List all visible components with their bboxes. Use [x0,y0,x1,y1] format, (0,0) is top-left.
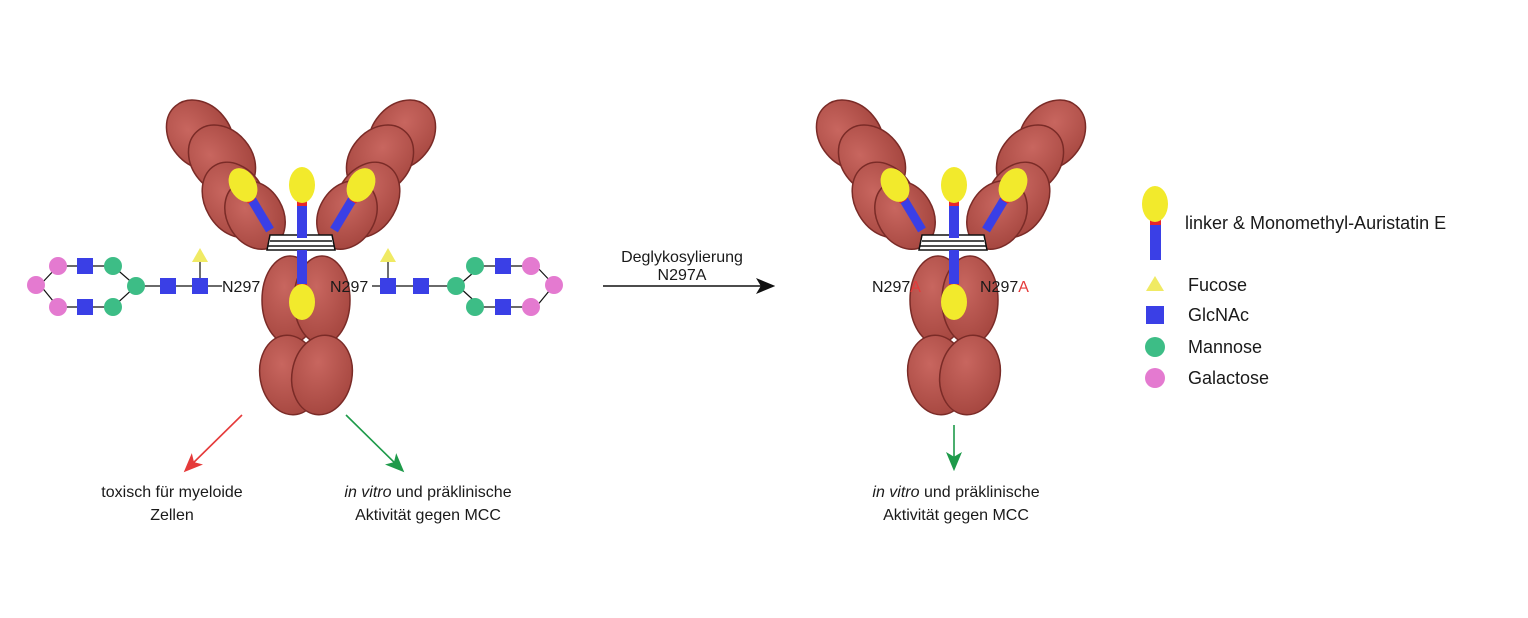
mannose-icon [447,277,465,295]
legend-label-glcnac: GlcNAc [1188,305,1249,325]
galactose-icon [522,298,540,316]
galactose-icon [1145,368,1165,388]
green-arrow-left [345,414,405,473]
process-arrow: Deglykosylierung N297A [603,249,776,294]
glcnac-icon [1146,306,1164,324]
glycosylation-site-label-left: N297 [222,279,260,296]
mutation-site-label-right: N297A [980,279,1029,296]
legend-label-galactose: Galactose [1188,368,1269,388]
activity-caption-right: in vitro und präklinische [872,484,1039,501]
right-antibody: N297A N297A in vitro und präklinische Ak… [815,99,1087,524]
toxicity-caption: toxisch für myeloide [101,484,242,501]
glcnac-icon [413,278,429,294]
glcnac-icon [495,258,511,274]
drug-conjugate-right [330,168,376,233]
galactose-icon [522,257,540,275]
mannose-icon [1145,337,1165,357]
mannose-icon [466,298,484,316]
drug-conjugate-center [289,167,315,238]
payload-icon [1142,186,1168,222]
mutation-site-label-left: N297A [872,279,921,296]
fucose-icon [192,248,208,262]
mannose-icon [127,277,145,295]
galactose-icon [49,257,67,275]
legend-item-mannose: Mannose [1145,337,1262,357]
glycosylation-site-label-right: N297 [330,279,368,296]
right-fab-arm [966,99,1087,250]
toxicity-caption-line2: Zellen [150,507,194,524]
drug-conjugate-fc [941,250,967,320]
activity-caption-left-line2: Aktivität gegen MCC [355,507,501,524]
legend-label-fucose: Fucose [1188,275,1247,295]
legend-item-glcnac: GlcNAc [1146,305,1249,325]
glcnac-icon [495,299,511,315]
glcnac-icon [77,299,93,315]
legend-item-galactose: Galactose [1145,368,1269,388]
fc-region [906,255,1002,416]
activity-caption-right-line2: Aktivität gegen MCC [883,507,1029,524]
drug-conjugate-left [228,168,274,233]
legend-label-mannose: Mannose [1188,337,1262,357]
hinge-region [266,234,336,251]
glcnac-icon [192,278,208,294]
left-fab-arm [815,99,936,250]
legend-item-drug: linker & Monomethyl-Auristatin E [1142,186,1446,260]
galactose-icon [49,298,67,316]
legend-item-fucose: Fucose [1146,275,1247,295]
glycan-left [27,248,222,316]
linker-icon [1150,222,1161,260]
mannose-icon [104,257,122,275]
glycan-right [372,248,563,316]
process-label-line2: N297A [658,267,707,284]
drug-conjugate-fc [289,250,315,320]
galactose-icon [27,276,45,294]
right-fab-arm [316,99,437,250]
left-antibody: N297 N297 [27,99,563,524]
mannose-icon [104,298,122,316]
fucose-icon [380,248,396,262]
drug-conjugate-center [941,167,967,238]
glcnac-icon [160,278,176,294]
hinge-region [918,234,988,251]
drug-conjugate-left [880,168,926,233]
fucose-icon [1146,276,1164,291]
legend-label-drug: linker & Monomethyl-Auristatin E [1185,213,1446,233]
drug-conjugate-right [982,168,1028,233]
activity-caption-left: in vitro und präklinische [344,484,511,501]
glcnac-icon [380,278,396,294]
left-fab-arm [165,99,286,250]
glcnac-icon [77,258,93,274]
red-arrow [183,414,243,473]
process-label: Deglykosylierung [621,249,743,266]
galactose-icon [545,276,563,294]
mannose-icon [466,257,484,275]
legend: linker & Monomethyl-Auristatin E Fucose … [1142,186,1446,388]
